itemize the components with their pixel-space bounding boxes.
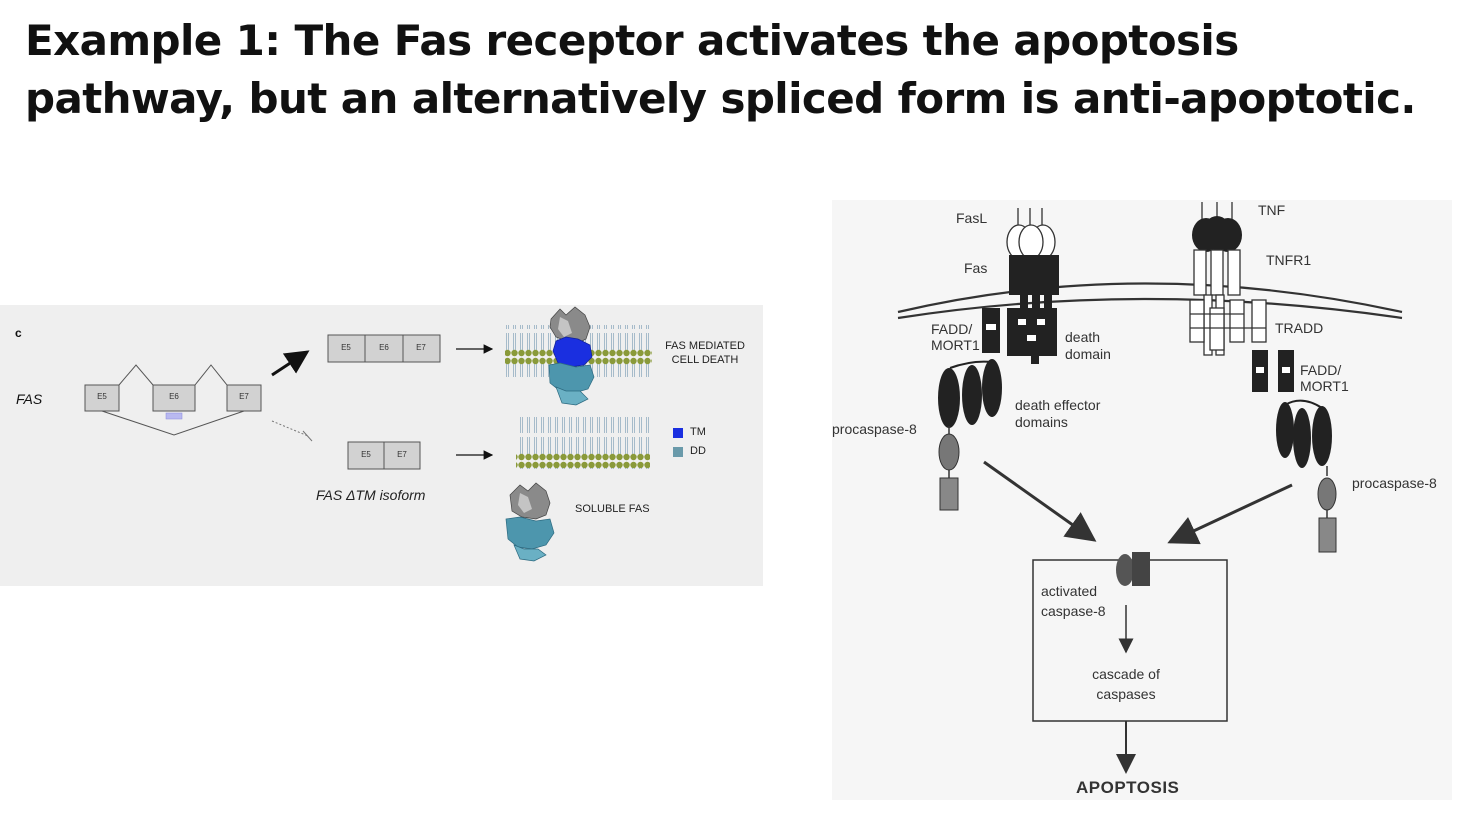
- tnf-label: TNF: [1258, 202, 1286, 218]
- tradd-domains: [1189, 299, 1267, 351]
- splice-line-e5-e6: [118, 364, 154, 386]
- procaspase-right-label: procaspase-8: [1352, 475, 1437, 491]
- death-effector-label: death effector domains: [1015, 397, 1100, 431]
- tnfr1-label: TNFR1: [1266, 252, 1312, 268]
- activated-line-2: caspase-8: [1041, 603, 1106, 619]
- exon-e7-label: E7: [239, 392, 249, 401]
- outcome-full-line-2: CELL DEATH: [671, 354, 739, 366]
- transcript-skipped-e7: E7: [397, 450, 407, 459]
- fadd-left-line-2: MORT1: [931, 337, 980, 353]
- death-effector-line-2: domains: [1015, 414, 1068, 430]
- apoptosis-label: APOPTOSIS: [1076, 778, 1180, 797]
- cascade-label: cascade of caspases: [1076, 664, 1176, 704]
- apoptosis-pathway-graphics: [897, 202, 1403, 774]
- slide-title-line-2: pathway, but an alternatively spliced fo…: [25, 74, 1416, 123]
- tradd-label: TRADD: [1275, 320, 1324, 336]
- fasl-trimer: [1006, 208, 1056, 260]
- exon-e5-box: [84, 384, 120, 412]
- tm-segment: [165, 412, 183, 420]
- death-effector-domains-left: [938, 359, 1002, 428]
- fas-splicing-figure: c FAS E5 E6 E7 E5 E6 E7 E5 E7 FAS ΔTM is…: [0, 305, 763, 586]
- legend-tm-swatch: [673, 428, 683, 438]
- isoform-label: FAS ΔTM isoform: [316, 487, 426, 503]
- fadd-right-line-1: FADD/: [1300, 362, 1342, 378]
- transcript-full-box: [327, 334, 441, 363]
- fadd-right-line-2: MORT1: [1300, 378, 1349, 394]
- inclusion-arrow: [271, 350, 310, 377]
- activated-line-1: activated: [1041, 583, 1098, 599]
- activated-caspase-label: activated caspase-8: [1041, 581, 1106, 621]
- panel-label: c: [15, 326, 22, 340]
- cascade-line-2: caspases: [1096, 686, 1156, 702]
- slide-title: Example 1: The Fas receptor activates th…: [25, 12, 1416, 128]
- death-domain-label: death domain: [1065, 329, 1111, 363]
- fadd-left-line-1: FADD/: [931, 321, 973, 337]
- tnf-trimer: [1192, 202, 1242, 252]
- death-domain-line-2: domain: [1065, 346, 1111, 362]
- exon-e6-label: E6: [169, 392, 179, 401]
- fasl-label: FasL: [956, 210, 988, 226]
- soluble-fas-structure: [505, 482, 555, 562]
- gene-label: FAS: [16, 391, 43, 407]
- legend-dd-swatch: [673, 447, 683, 457]
- transcript-skipped-e5: E5: [361, 450, 371, 459]
- fadd-left: [982, 308, 1000, 353]
- procaspase-8-left: [938, 426, 960, 511]
- outcome-full-line-1: FAS MEDIATED: [665, 340, 745, 352]
- legend-tm-label: TM: [690, 426, 706, 438]
- death-domain-line-1: death: [1065, 329, 1101, 345]
- cascade-line-1: cascade of: [1092, 666, 1160, 682]
- fadd-right-label: FADD/ MORT1: [1300, 362, 1349, 394]
- fadd-left-label: FADD/ MORT1: [931, 321, 980, 353]
- arrow-right-to-caspase: [1167, 483, 1293, 545]
- death-effector-line-1: death effector: [1015, 397, 1101, 413]
- fas-splicing-graphics: [84, 306, 683, 562]
- procaspase-left-label: procaspase-8: [832, 421, 917, 437]
- membrane-without-fas: [516, 417, 650, 469]
- exon-e6-box: [152, 384, 196, 412]
- fadd-right: [1252, 350, 1294, 392]
- apoptosis-pathway-figure: FasL Fas TNF TNFR1 FADD/ MORT1 death dom…: [832, 200, 1452, 800]
- membrane-inner-line: [897, 297, 1403, 320]
- death-effector-domains-right: [1276, 399, 1332, 468]
- transcript-full-e5: E5: [341, 343, 351, 352]
- transcript-full-e6: E6: [379, 343, 389, 352]
- exon-e5-label: E5: [97, 392, 107, 401]
- fas-receptor-structure: [548, 306, 595, 406]
- outcome-spliced-label: SOLUBLE FAS: [575, 503, 650, 515]
- slide-title-line-1: Example 1: The Fas receptor activates th…: [25, 16, 1239, 65]
- fas-death-domains: [1007, 308, 1057, 364]
- procaspase-8-right: [1317, 466, 1337, 553]
- skipping-arrow: [271, 420, 309, 437]
- legend-dd-label: DD: [690, 445, 706, 457]
- activated-caspase-8-icon: [1116, 552, 1150, 586]
- skip-splice-line: [101, 410, 245, 436]
- outcome-full-label: FAS MEDIATED CELL DEATH: [655, 339, 755, 367]
- fas-label: Fas: [964, 260, 988, 276]
- transcript-full-e7: E7: [416, 343, 426, 352]
- arrow-left-to-caspase: [983, 460, 1097, 542]
- splice-line-e6-e7: [194, 364, 228, 386]
- membrane-outer-line: [897, 282, 1403, 314]
- skipping-arrow-bar: [302, 430, 313, 442]
